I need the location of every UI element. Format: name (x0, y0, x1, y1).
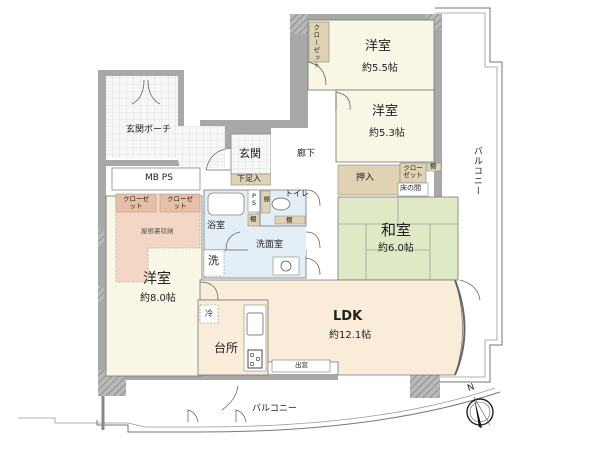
bathtub (207, 192, 245, 216)
washer-space (203, 249, 225, 277)
label-tokonoma: 床の間 (400, 184, 421, 192)
label-balcony-south: バルコニー (252, 404, 297, 414)
burner-icon (250, 361, 255, 366)
kitchen-sink-icon (246, 312, 264, 336)
sink-basin-icon (280, 260, 292, 272)
label-bay-window: 出窓 (295, 361, 308, 369)
label-ps: P S (251, 192, 257, 207)
label-washer: 洗 (208, 254, 219, 267)
balcony-east (435, 7, 503, 383)
washroom-floor-2 (248, 226, 306, 256)
label-closet-left-1: クローゼット (123, 195, 149, 210)
label-oshiire: 押入 (356, 173, 375, 183)
room-label-hallway: 廊下 (297, 149, 316, 159)
room-label-bathroom: 浴室 (207, 221, 226, 231)
room-label-entrance: 玄関 (239, 147, 261, 160)
room-label-ldk: LDK (333, 309, 363, 324)
label-shelf-toilet-2: 棚 (286, 216, 293, 224)
burner-icon (250, 352, 255, 357)
mbps-box (111, 167, 201, 191)
room-size-western-left: 約8.0帖 (140, 293, 176, 304)
label-attic-storage: 屋根裏収納 (141, 227, 174, 235)
shelf-toilet-2 (274, 215, 306, 225)
room-label-japanese: 和室 (381, 221, 412, 239)
room-label-western-mid: 洋室 (372, 104, 399, 119)
shelf-mid (426, 162, 442, 172)
closet-top (308, 21, 330, 63)
room-label-entrance-porch: 玄関ポーチ (126, 125, 172, 135)
label-closet-top: クローゼット (311, 24, 320, 69)
entrance-porch-floor (106, 76, 178, 158)
room-label-toilet: トイレ (285, 189, 309, 198)
room-size-western-top: 約5.5帖 (362, 63, 398, 74)
stove-icon (247, 349, 263, 369)
room-label-western-left: 洋室 (143, 271, 171, 287)
room-size-western-mid: 約5.3帖 (369, 128, 405, 139)
compass-icon (466, 396, 494, 428)
room-label-kitchen: 台所 (214, 341, 239, 355)
burner-icon (255, 356, 260, 361)
room-label-western-top: 洋室 (365, 39, 392, 54)
label-balcony-east: バルコニー (471, 146, 482, 196)
label-shoe-storage: 下足入 (237, 174, 261, 183)
western-room-mid (335, 89, 435, 163)
sink (272, 256, 300, 276)
label-shelf-mid: 棚 (430, 162, 437, 170)
tokonoma (397, 182, 429, 197)
fridge-space (199, 304, 219, 324)
toilet-bowl-icon (271, 197, 291, 211)
closet-left-2 (159, 193, 201, 213)
shelf-toilet-1 (260, 190, 271, 214)
label-shelf-toilet-1: 棚 (262, 196, 270, 203)
label-fridge: 冷 (205, 309, 213, 318)
closet-left-1 (115, 193, 157, 213)
entrance-porch-floor-2 (178, 126, 225, 168)
room-size-japanese: 約6.0帖 (378, 243, 414, 254)
bay-window-frame (454, 279, 466, 376)
room-label-washroom: 洗面室 (256, 240, 284, 250)
japanese-room (337, 196, 459, 281)
label-shelf-wash: 棚 (250, 215, 257, 223)
room-size-ldk: 約12.1帖 (329, 330, 372, 341)
bay-window-box (271, 359, 331, 373)
label-closet-left-2: クローゼット (167, 195, 193, 210)
doors (131, 61, 481, 423)
room-label-mbps: MB PS (145, 173, 173, 183)
label-closet-mid: クローゼット (403, 164, 423, 179)
